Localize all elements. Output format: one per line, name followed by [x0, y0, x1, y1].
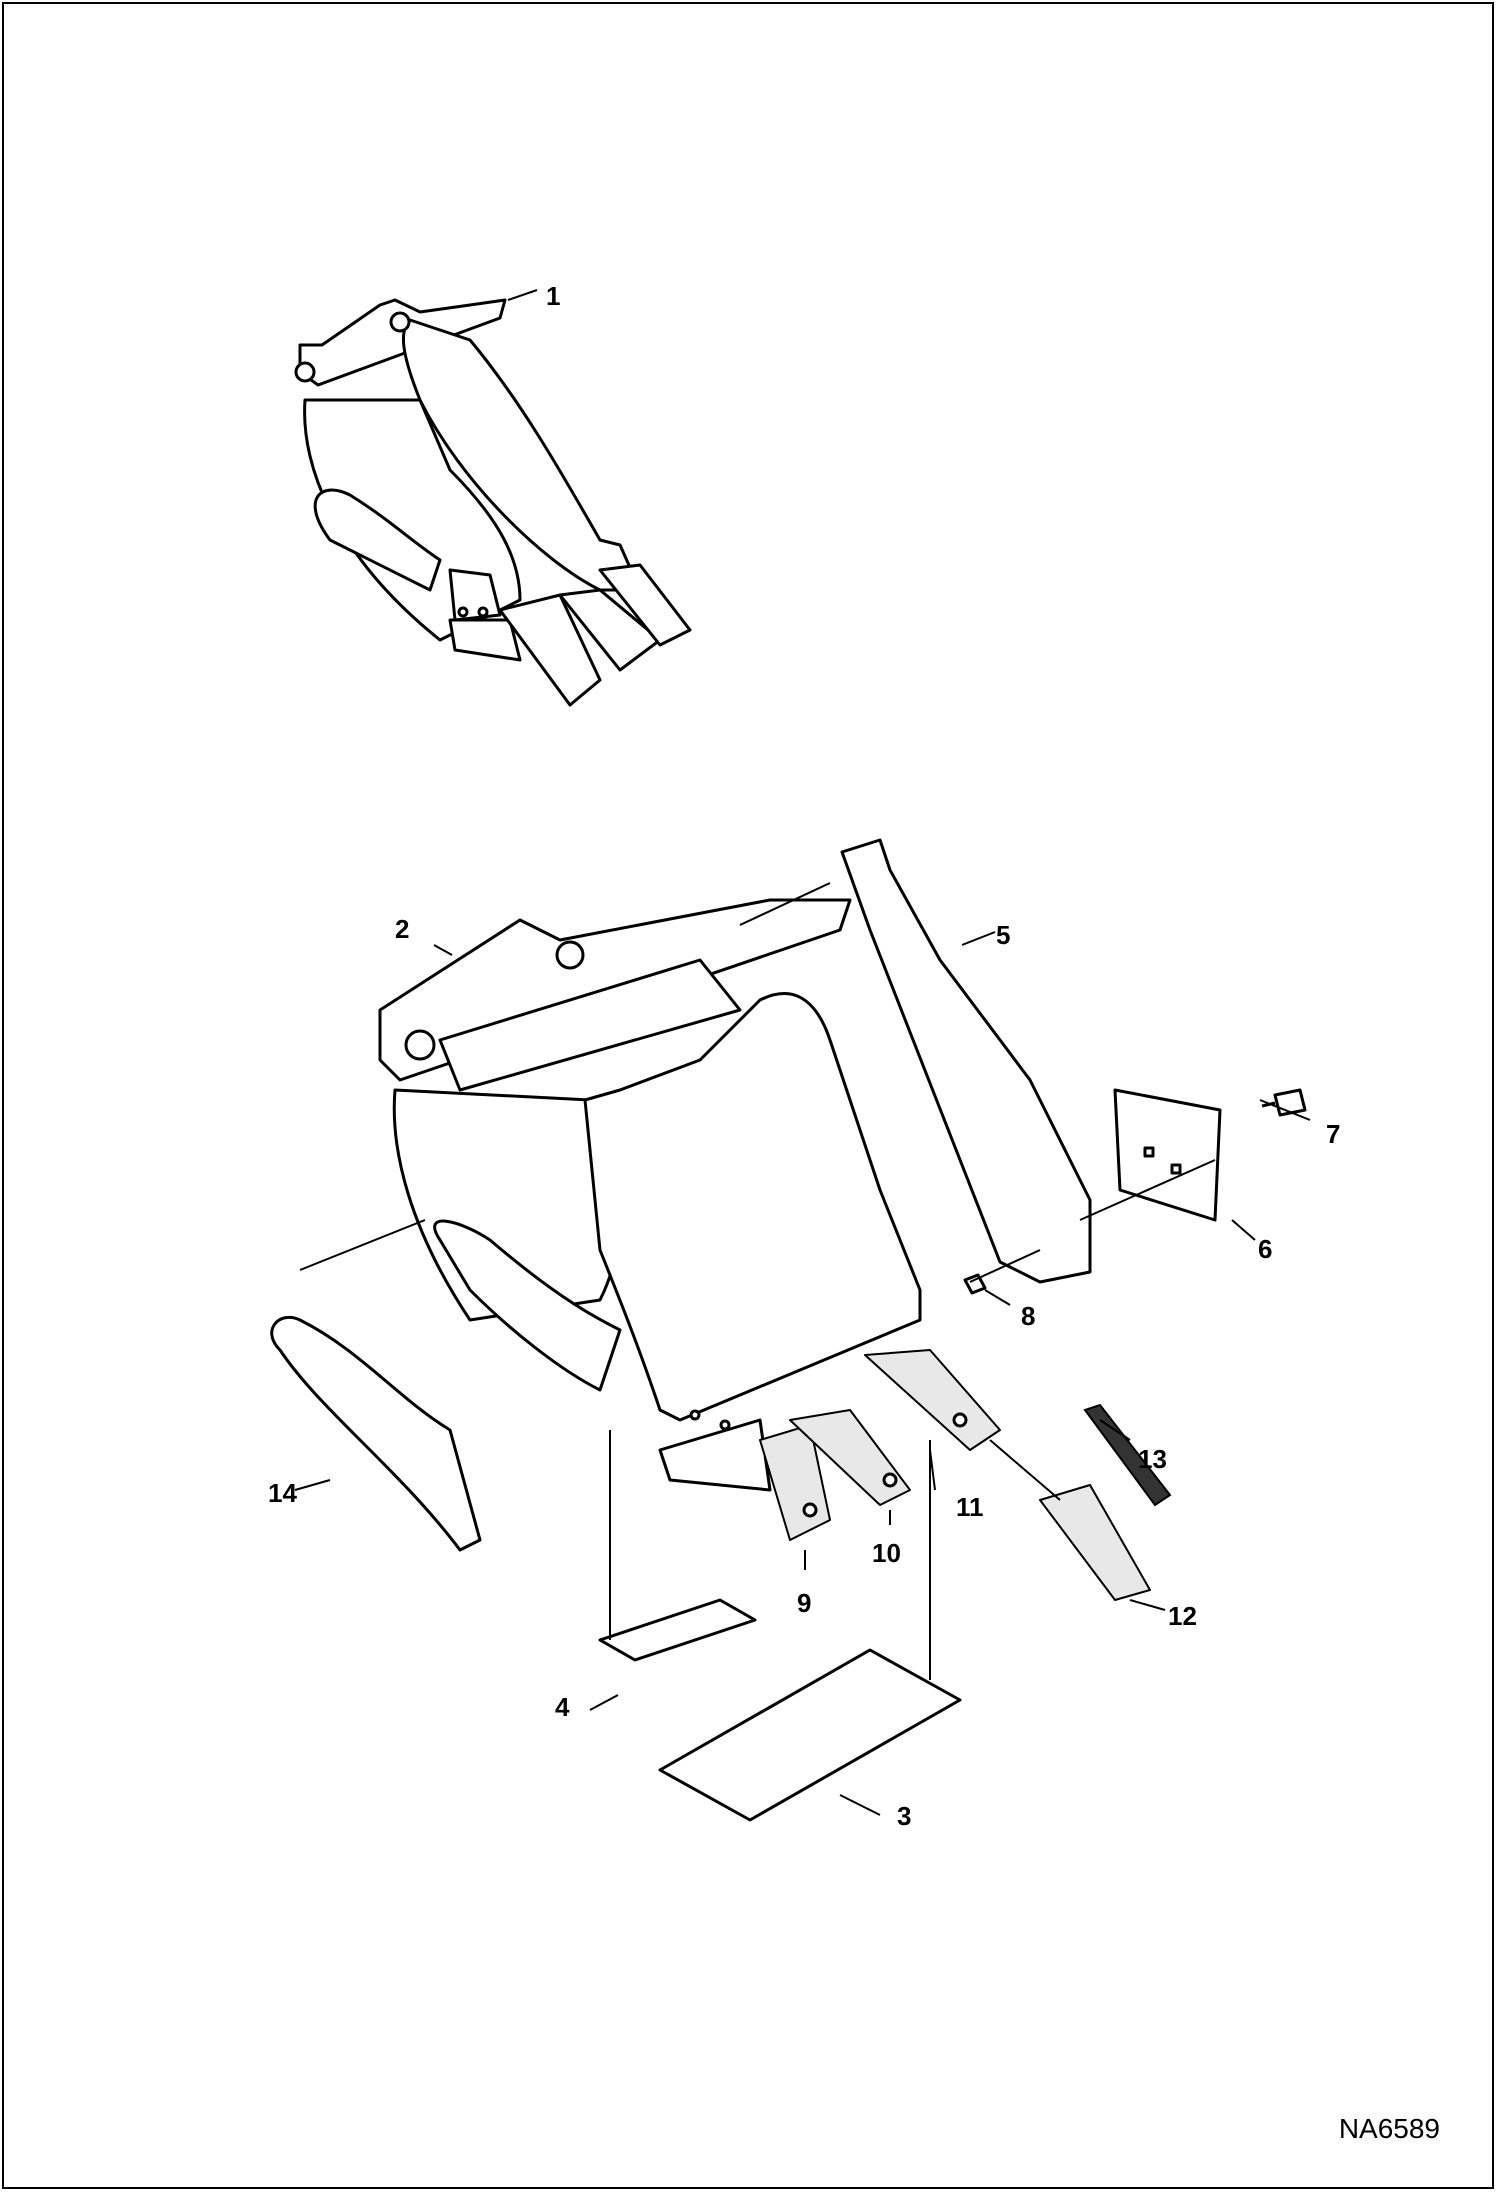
callout-9: 9 [797, 1588, 811, 1618]
callout-12: 12 [1168, 1601, 1197, 1631]
callout-3: 3 [897, 1801, 911, 1831]
callout-14: 14 [268, 1478, 297, 1508]
callout-6: 6 [1258, 1234, 1272, 1264]
cutting-edge-drawing [598, 1598, 962, 1822]
callout-1: 1 [546, 281, 560, 311]
callout-11: 11 [956, 1492, 984, 1522]
drawing-number: NA6589 [1338, 2113, 1440, 2144]
callout-10: 10 [872, 1538, 901, 1568]
callout-7: 7 [1326, 1119, 1340, 1149]
callout-2: 2 [395, 914, 409, 944]
bucket-teeth-drawing [759, 1349, 1001, 1541]
side-cutter-drawing [270, 1315, 482, 1552]
side-wear-pad-drawing [1113, 1088, 1222, 1222]
bucket-assembly-drawing [294, 298, 692, 707]
leader-lines [294, 289, 1311, 1816]
callout-5: 5 [996, 920, 1010, 950]
hardware-drawing [963, 1088, 1307, 1601]
callout-labels: 1 2 3 4 5 6 7 8 9 10 11 12 13 14 [268, 281, 1340, 1831]
callout-13: 13 [1138, 1444, 1167, 1474]
callout-8: 8 [1021, 1301, 1035, 1331]
bucket-body-drawing [378, 898, 922, 1492]
side-plate-drawing [840, 838, 1092, 1284]
callout-4: 4 [555, 1692, 570, 1722]
